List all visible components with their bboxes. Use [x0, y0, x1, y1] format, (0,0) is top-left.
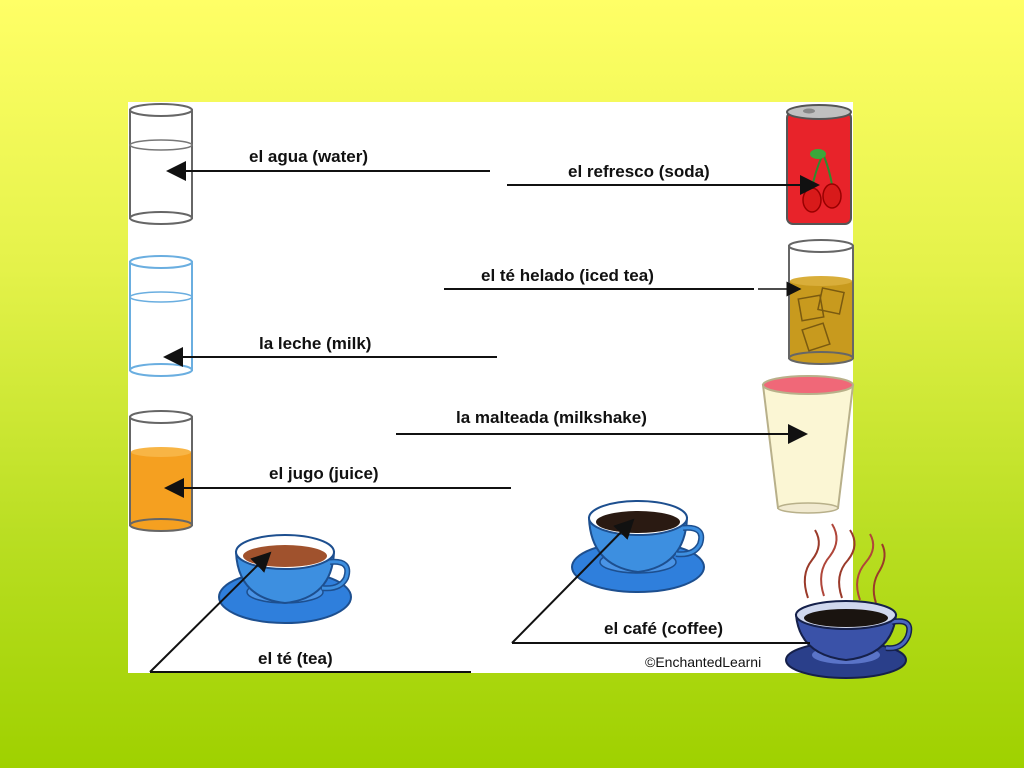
- connector-lines: [149, 161, 820, 673]
- milkshake-cup-icon: [761, 375, 855, 514]
- label-tea: el té (tea): [258, 649, 333, 668]
- label-juice: el jugo (juice): [269, 464, 379, 483]
- soda-can-icon: [786, 104, 852, 225]
- juice-glass-icon: [129, 410, 193, 532]
- iced-tea-glass-icon: [788, 239, 854, 365]
- milk-glass-icon: [129, 255, 193, 377]
- tea-cup-icon: [218, 534, 352, 624]
- label-soda: el refresco (soda): [568, 162, 710, 181]
- coffee-line-diagonal: [511, 518, 635, 644]
- label-coffee: el café (coffee): [604, 619, 723, 638]
- coffee-cup-icon: [571, 500, 705, 593]
- water-glass-icon: [129, 103, 193, 225]
- copyright-text: ©EnchantedLearni: [645, 654, 761, 670]
- label-milk: la leche (milk): [259, 334, 371, 353]
- steaming-cup-icon: [785, 523, 913, 679]
- label-water: el agua (water): [249, 147, 368, 166]
- label-milkshake: la malteada (milkshake): [456, 408, 647, 427]
- tea-line-diagonal: [149, 551, 272, 673]
- label-iced-tea: el té helado (iced tea): [481, 266, 654, 285]
